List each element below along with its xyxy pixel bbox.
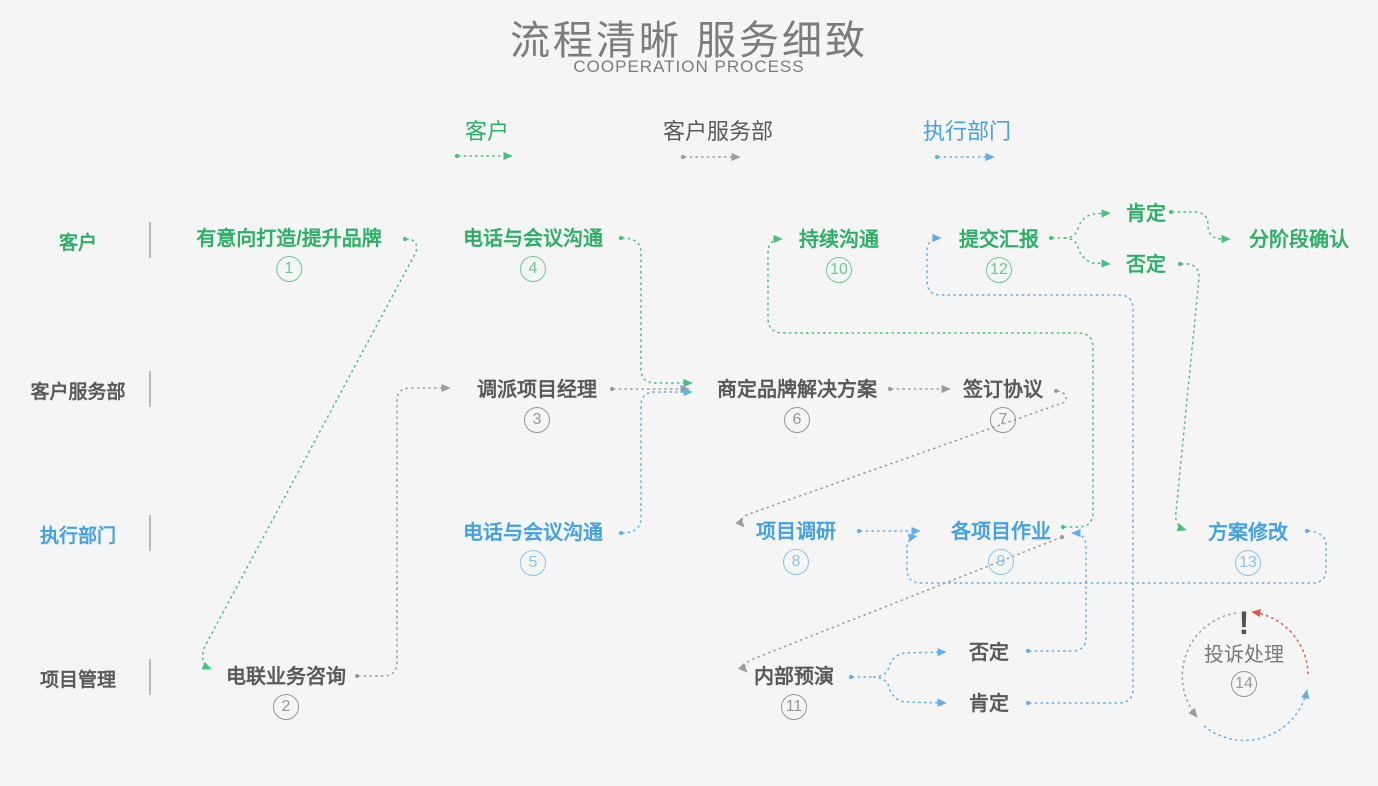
lane-divider xyxy=(149,659,151,695)
decision-yes-bottom: 肯定 xyxy=(969,693,1009,715)
decision-staged-confirm: 分阶段确认 xyxy=(1249,229,1349,251)
step-number: 4 xyxy=(520,256,546,282)
edge-11-yes xyxy=(872,676,947,707)
edge-11-no xyxy=(872,648,947,678)
lane-divider xyxy=(149,222,151,258)
edge-no-13 xyxy=(1174,263,1200,532)
node-14-complaint-handling: ! 投诉处理 14 xyxy=(1174,605,1314,697)
step-number: 13 xyxy=(1235,550,1261,576)
step-number: 5 xyxy=(520,550,546,576)
edge-2-3 xyxy=(358,383,451,677)
lane-divider xyxy=(149,371,151,407)
lane-label-project-mgmt: 项目管理 xyxy=(39,670,117,691)
edge-5-6 xyxy=(621,387,693,534)
edge-1-2 xyxy=(201,238,418,670)
column-header-service-dept: 客户服务部 xyxy=(662,119,774,144)
step-number: 8 xyxy=(783,549,809,575)
complaint-arc-blue xyxy=(1203,689,1310,742)
column-header-customer: 客户 xyxy=(464,119,510,144)
edge-yes-confirm xyxy=(1172,211,1231,244)
step-number: 11 xyxy=(781,694,807,720)
edge-12-no xyxy=(1063,237,1111,268)
edge-yes-12 xyxy=(926,233,1134,704)
decision-no-bottom: 否定 xyxy=(969,642,1009,664)
step-number: 2 xyxy=(273,694,299,720)
lane-divider xyxy=(149,515,151,551)
lane-label-customer: 客户 xyxy=(58,233,98,254)
lane-label-execution-dept: 执行部门 xyxy=(39,526,117,547)
decision-yes-top: 肯定 xyxy=(1126,203,1166,225)
step-number: 6 xyxy=(784,407,810,433)
step-number: 7 xyxy=(990,407,1016,433)
step-number: 14 xyxy=(1231,671,1257,697)
step-number: 3 xyxy=(524,407,550,433)
page-subtitle: COOPERATION PROCESS xyxy=(573,57,805,76)
decision-no-top: 否定 xyxy=(1126,254,1166,276)
step-number: 1 xyxy=(276,256,302,282)
edge-4-6 xyxy=(621,237,693,388)
step-number: 12 xyxy=(986,257,1012,283)
column-header-execution-dept: 执行部门 xyxy=(922,119,1012,144)
step-number: 10 xyxy=(826,257,852,283)
exclamation-icon: ! xyxy=(1238,605,1250,641)
header-underline-arrows xyxy=(454,151,995,162)
step-number: 9 xyxy=(988,549,1014,575)
page-title: 流程清晰 服务细致 xyxy=(509,19,869,63)
edge-12-yes xyxy=(1063,209,1111,239)
lane-label-service-dept: 客户服务部 xyxy=(30,382,126,403)
